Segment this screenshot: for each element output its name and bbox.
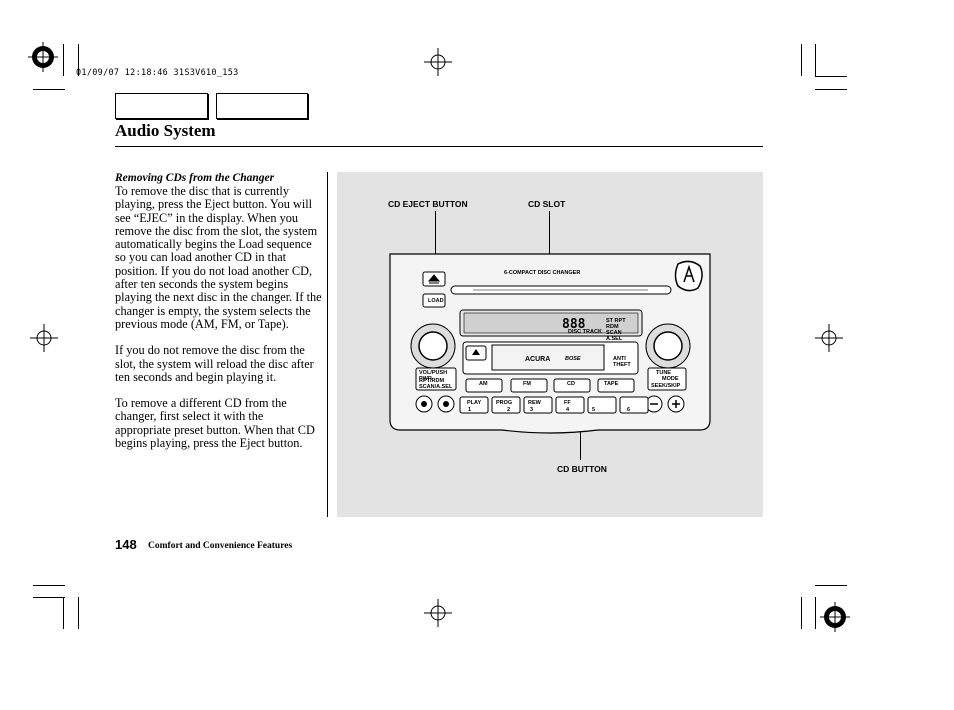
section-title: Audio System (115, 121, 216, 140)
tape-button[interactable]: TAPE (604, 381, 619, 387)
audio-brand-label: BOSE (565, 356, 581, 362)
tune-label: TUNE (656, 370, 671, 376)
preset-3-label[interactable]: REW (528, 400, 541, 406)
am-button[interactable]: AM (479, 381, 488, 387)
changer-label: 6-COMPACT DISC CHANGER (504, 270, 581, 276)
registration-target-icon (28, 42, 58, 72)
preset-1-number: 1 (468, 407, 472, 413)
preset-4-label[interactable]: FF (564, 400, 571, 406)
registration-target-icon (820, 602, 850, 632)
cd-button[interactable]: CD (567, 381, 575, 387)
preset-3-number: 3 (530, 407, 534, 413)
preset-5-number[interactable]: 5 (592, 407, 596, 413)
mode-label: MODE (662, 376, 679, 382)
illustration-panel: CD EJECT BUTTON CD SLOT CD BUTTON 888 (337, 172, 763, 517)
preset-6-number[interactable]: 6 (627, 407, 631, 413)
callout-eject: CD EJECT BUTTON (388, 199, 468, 209)
preset-4-number: 4 (566, 407, 570, 413)
nav-tab-box[interactable] (216, 93, 308, 119)
page-number: 148 (115, 537, 137, 552)
crosshair-icon (30, 324, 58, 352)
display-indicator-2: RDM (606, 324, 619, 330)
anti-theft-label: ANTI THEFT (613, 356, 631, 368)
svg-text:888: 888 (562, 317, 586, 332)
callout-cd-button: CD BUTTON (557, 464, 607, 474)
crosshair-icon (815, 324, 843, 352)
preset-2-label[interactable]: PROG (496, 400, 513, 406)
leader-line (435, 211, 436, 270)
header-rule (115, 146, 763, 147)
brand-label: ACURA (525, 356, 551, 363)
audio-unit-diagram: 888 (389, 253, 711, 434)
paragraph: To remove the disc that is currently pla… (115, 184, 322, 331)
footer-section: Comfort and Convenience Features (148, 541, 293, 551)
fm-button[interactable]: FM (523, 381, 531, 387)
nav-tab-box[interactable] (115, 93, 208, 119)
display-indicator-3: SCAN (606, 330, 622, 336)
crosshair-icon (424, 48, 452, 76)
vol-label: VOL/PUSH PWR (419, 370, 448, 382)
display-indicator-4: A.SEL (606, 336, 623, 342)
disc-track-label: DISC TRACK (568, 329, 602, 335)
crosshair-icon (424, 599, 452, 627)
subheading: Removing CDs from the Changer (115, 172, 275, 184)
preset-2-number: 2 (507, 407, 511, 413)
callout-slot: CD SLOT (528, 199, 566, 209)
seek-label: SEEK/SKIP (651, 383, 681, 389)
print-slug: 01/09/07 12:18:46 31S3V610_153 (76, 68, 239, 78)
rpt-label: RPT/RDM SCAN/A.SEL (419, 378, 453, 390)
column-divider (327, 172, 328, 517)
display-indicator-1: ST RPT (606, 318, 626, 324)
leader-line (549, 211, 550, 289)
load-button[interactable]: LOAD (428, 298, 444, 304)
body-text: To remove the disc that is currently pla… (115, 184, 322, 451)
paragraph: To remove a different CD from the change… (115, 396, 315, 451)
preset-1-label[interactable]: PLAY (467, 400, 482, 406)
paragraph: If you do not remove the disc from the s… (115, 343, 314, 384)
